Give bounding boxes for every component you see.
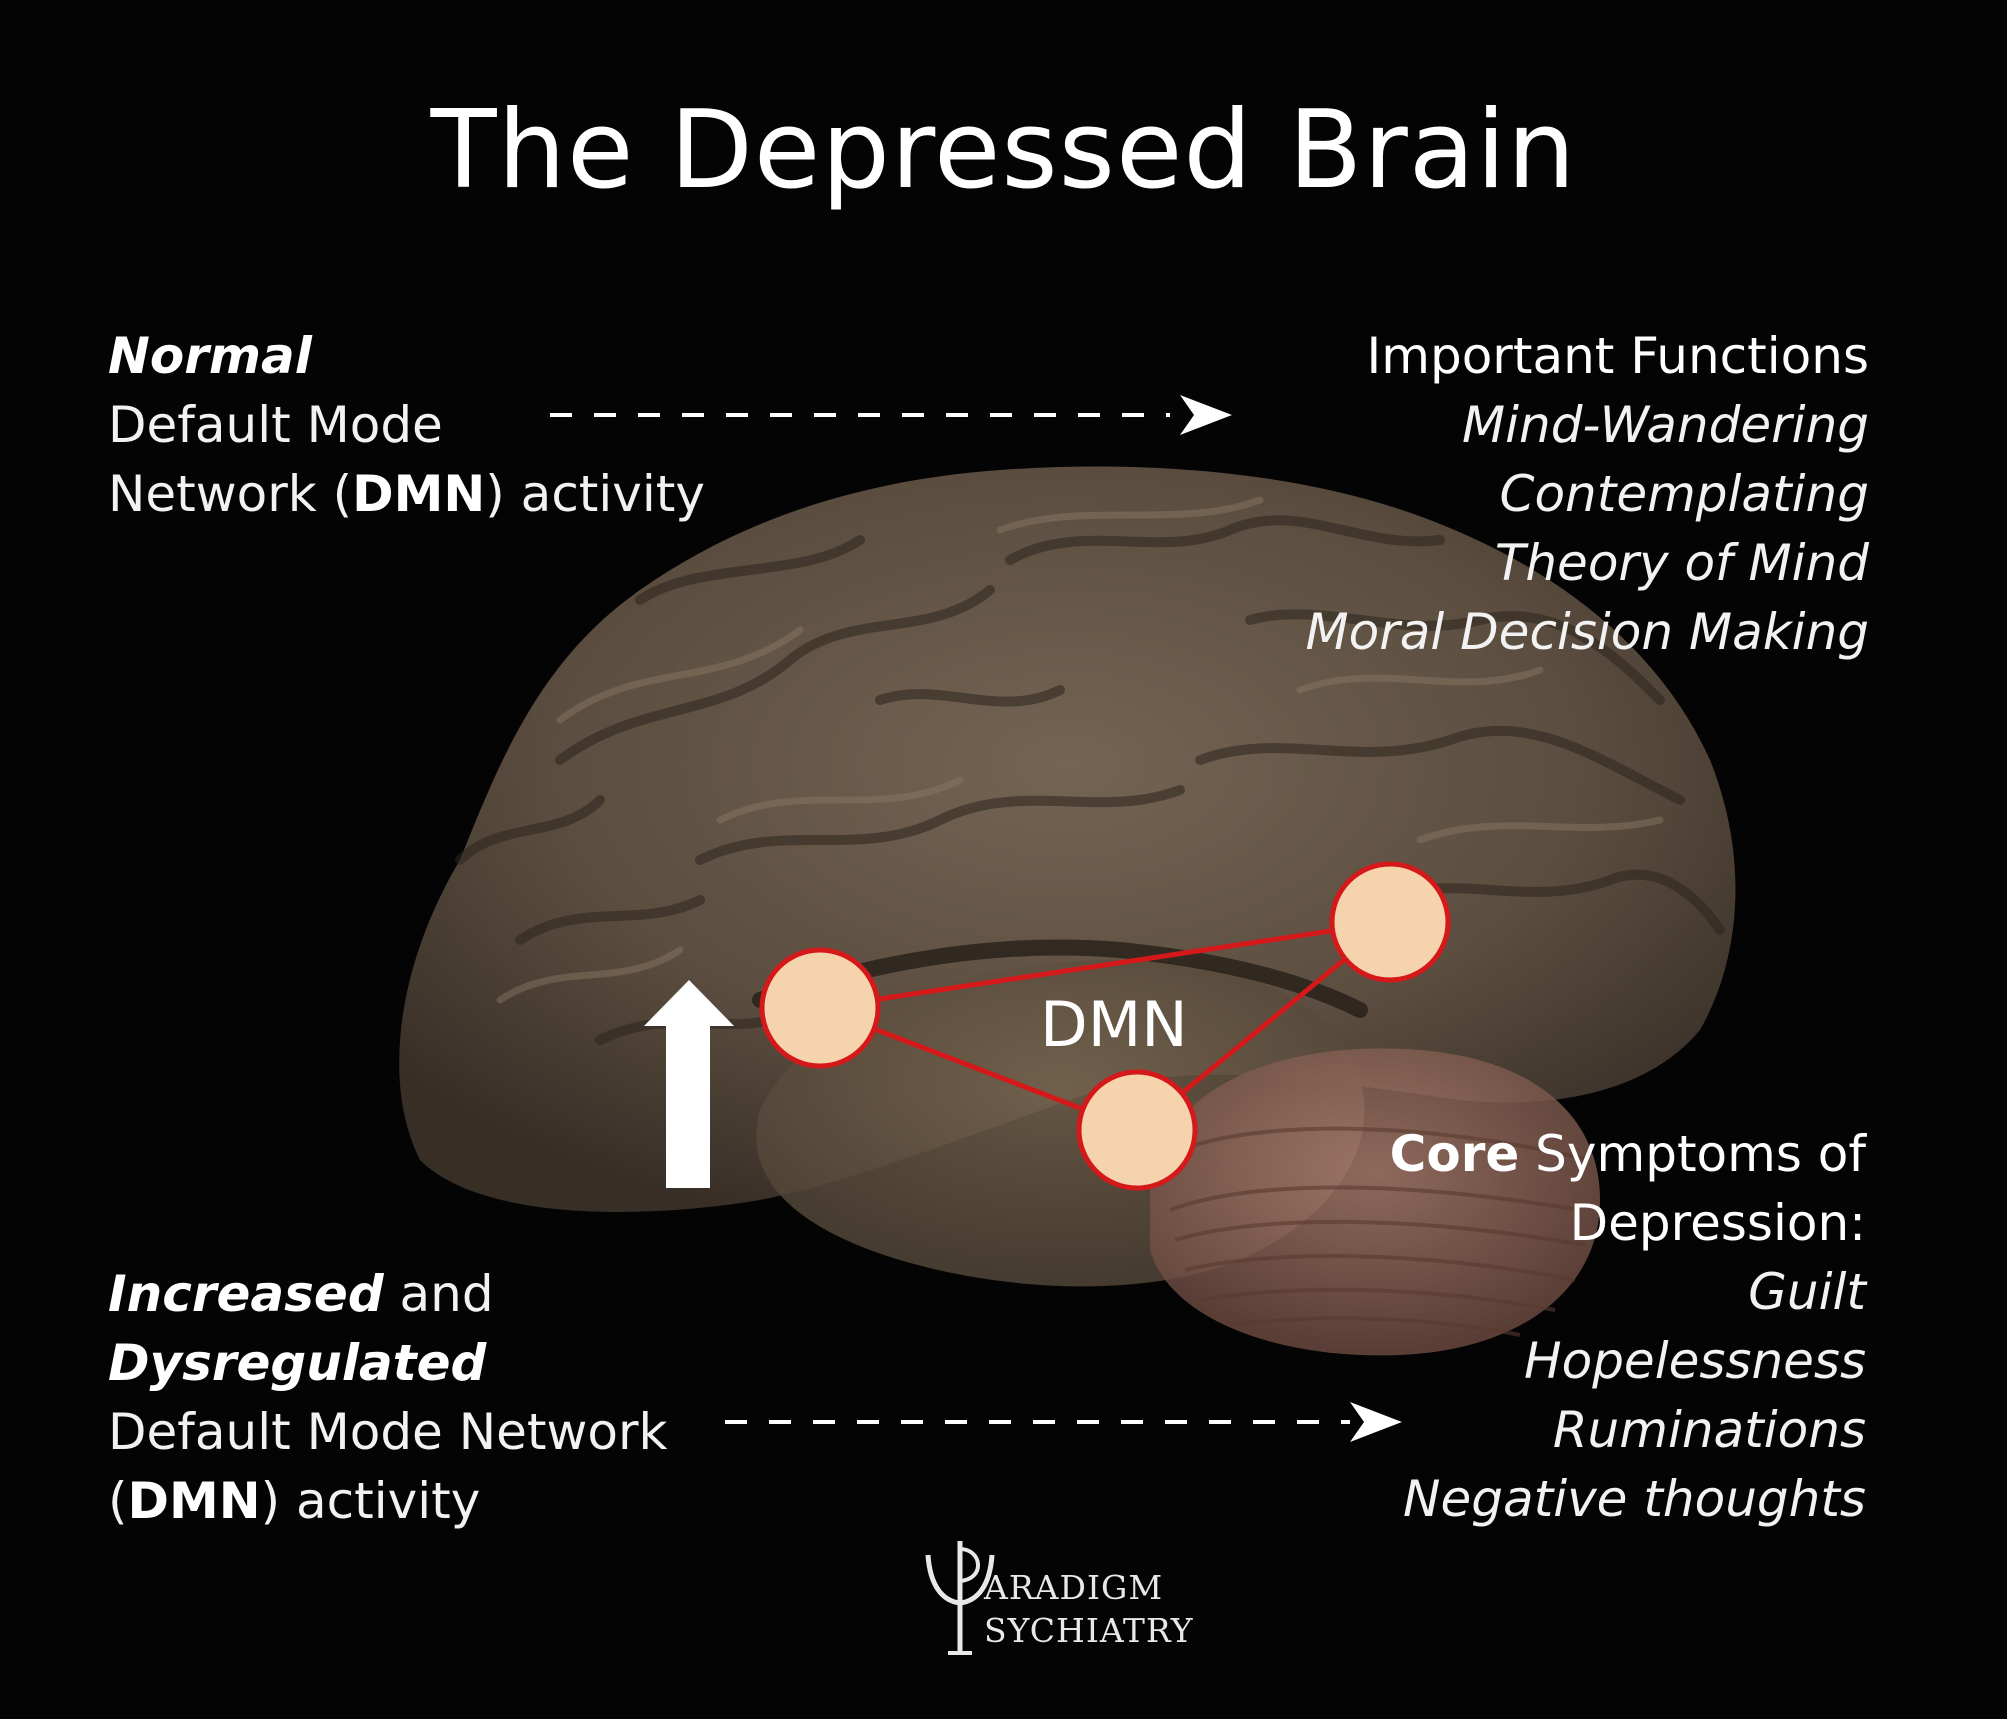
increased-line-3: Default Mode Network xyxy=(108,1398,667,1467)
logo-line-2: SYCHIATRY xyxy=(984,1611,1194,1650)
dmn-label: DMN xyxy=(1040,988,1188,1061)
normal-dmn-block: Normal Default Mode Network (DMN) activi… xyxy=(108,322,705,529)
increased-line-2: Dysregulated xyxy=(108,1329,667,1398)
important-functions-block: Important Functions Mind-Wandering Conte… xyxy=(1305,322,1869,667)
logo-line-1: ARADIGM xyxy=(984,1568,1163,1607)
function-item: Contemplating xyxy=(1305,460,1869,529)
increased-dmn-block: Increased and Dysregulated Default Mode … xyxy=(108,1260,667,1536)
core-heading-line-2: Depression: xyxy=(1390,1189,1866,1258)
symptom-item: Guilt xyxy=(1390,1258,1866,1327)
symptom-item: Ruminations xyxy=(1390,1396,1866,1465)
core-symptoms-block: Core Symptoms of Depression: Guilt Hopel… xyxy=(1390,1120,1866,1534)
paradigm-psychiatry-logo: ARADIGM SYCHIATRY xyxy=(920,1535,1220,1660)
increased-line-4: (DMN) activity xyxy=(108,1467,667,1536)
function-item: Mind-Wandering xyxy=(1305,391,1869,460)
increased-dashed-arrow xyxy=(725,1402,1402,1442)
dmn-node xyxy=(1079,1072,1195,1188)
increased-line-1: Increased and xyxy=(108,1260,667,1329)
dmn-node xyxy=(1332,864,1448,980)
function-item: Theory of Mind xyxy=(1305,529,1869,598)
symptom-item: Hopelessness xyxy=(1390,1327,1866,1396)
function-item: Moral Decision Making xyxy=(1305,598,1869,667)
page-title: The Depressed Brain xyxy=(0,92,2007,211)
symptom-item: Negative thoughts xyxy=(1390,1465,1866,1534)
core-heading-line-1: Core Symptoms of xyxy=(1390,1120,1866,1189)
normal-line-2: Network (DMN) activity xyxy=(108,460,705,529)
dmn-node xyxy=(762,950,878,1066)
functions-heading: Important Functions xyxy=(1305,322,1869,391)
normal-heading: Normal xyxy=(108,322,705,391)
normal-line-1: Default Mode xyxy=(108,391,705,460)
